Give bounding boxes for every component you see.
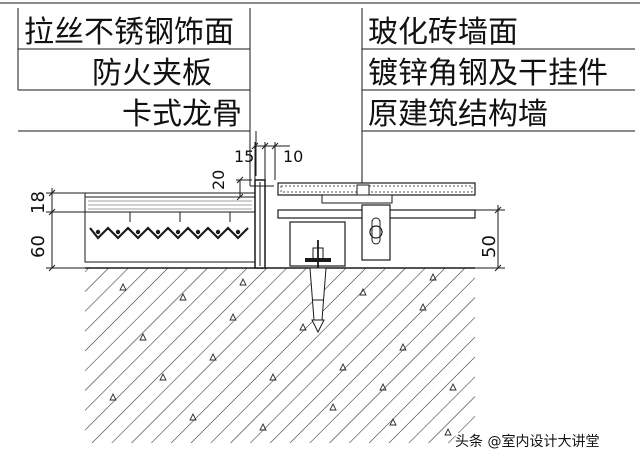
dim-60: 60 [28, 235, 49, 258]
dim-10: 10 [283, 147, 303, 166]
dim-20: 20 [209, 170, 228, 190]
dim-15: 15 [234, 147, 254, 166]
label-angle-steel-hanger: 镀锌角钢及干挂件 [368, 56, 608, 91]
structural-wall [85, 267, 475, 443]
anchor-bolt-icon [305, 240, 331, 334]
dim-50: 50 [479, 235, 500, 258]
label-structural-wall: 原建筑结构墙 [368, 97, 548, 132]
right-label-group: 玻化砖墙面 镀锌角钢及干挂件 原建筑结构墙 [361, 8, 635, 190]
watermark-text: 头条 @室内设计大讲堂 [455, 433, 599, 450]
label-card-keel: 卡式龙骨 [122, 97, 242, 132]
dim-18: 18 [28, 191, 49, 214]
label-stainless-facing: 拉丝不锈钢饰面 [24, 15, 234, 50]
label-fireproof-plywood: 防火夹板 [92, 56, 212, 91]
watermark: 头条 @室内设计大讲堂 [454, 432, 601, 452]
stainless-end-cap [250, 179, 274, 269]
dimension-group [46, 142, 505, 272]
left-label-group: 拉丝不锈钢饰面 防火夹板 卡式龙骨 [18, 15, 250, 132]
label-vitrified-tile: 玻化砖墙面 [368, 15, 518, 50]
right-wall-finish [277, 182, 476, 334]
left-wall-finish [84, 192, 256, 263]
